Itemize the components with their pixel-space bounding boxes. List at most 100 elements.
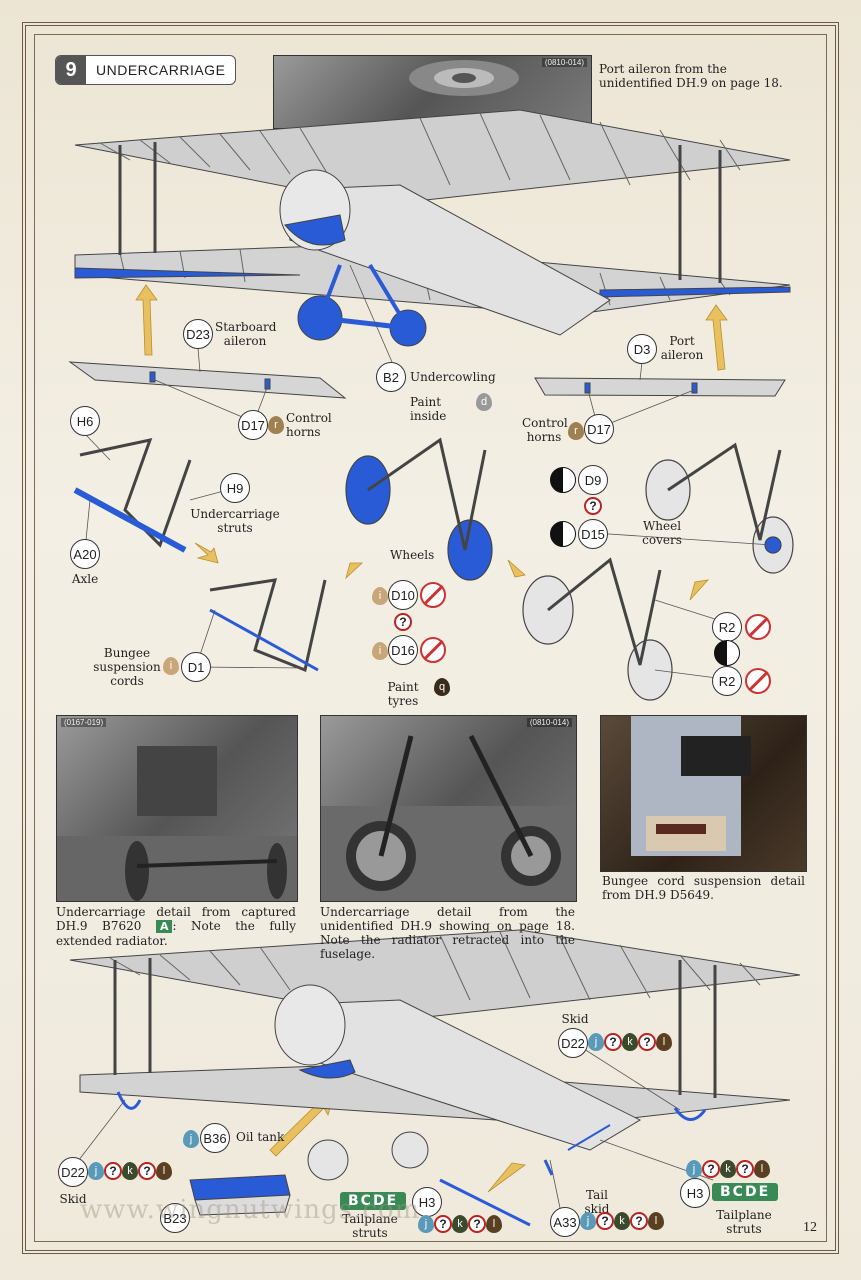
callout-d17-starboard: D17: [238, 410, 268, 440]
top-photo-caption: Port aileron from the unidentified DH.9 …: [599, 62, 783, 90]
label-control-horns-port: Control horns: [522, 416, 568, 444]
no-glue-icon: [420, 637, 446, 663]
callout-b23: B23: [160, 1203, 190, 1233]
paint-drop-i-d16: i: [372, 642, 388, 660]
no-glue-icon: [745, 614, 771, 640]
photo-ref: (0810-014): [541, 58, 587, 67]
paint-drop-k: k: [122, 1162, 138, 1180]
callout-a33: A33: [550, 1207, 580, 1237]
yinyang-icon: [550, 467, 576, 493]
callout-b2: B2: [376, 362, 406, 392]
callout-d17-port: D17: [584, 414, 614, 444]
paint-drop-j: j: [580, 1212, 596, 1230]
paint-drop-r-port: r: [568, 422, 584, 440]
question-icon: ?: [596, 1212, 614, 1230]
watermark-text: www.wingnutwings.com: [80, 1195, 421, 1225]
callout-r2-top: R2: [712, 612, 742, 642]
photo-3-caption: Bungee cord suspension detail from DH.9 …: [602, 874, 805, 902]
paint-drop-l: l: [486, 1215, 502, 1233]
label-port-aileron: Port aileron: [660, 334, 704, 362]
label-tail-skid: Tail skid: [584, 1188, 610, 1216]
reference-photo-1: (0167-019): [56, 715, 298, 902]
top-plane-illustration: [74, 109, 791, 347]
label-control-horns-starboard: Control horns: [286, 411, 332, 439]
callout-b36: B36: [200, 1123, 230, 1153]
photo-ref: (0810-014): [526, 718, 572, 727]
paint-drop-i-d1: i: [163, 657, 179, 675]
roundel-graphic: [409, 60, 519, 96]
photo-2-caption: Undercarriage detail from the unidentifi…: [320, 905, 575, 961]
paint-drop-j-b36: j: [183, 1130, 199, 1148]
page-number: 12: [803, 1220, 817, 1235]
label-oil-tank: Oil tank: [236, 1130, 285, 1144]
question-icon: ?: [630, 1212, 648, 1230]
callout-a20: A20: [70, 539, 100, 569]
callout-d10: D10: [388, 580, 418, 610]
paint-drop-l: l: [648, 1212, 664, 1230]
photo-1-caption: Undercarriage detail from captured DH.9 …: [56, 905, 296, 948]
callout-r2-bottom: R2: [712, 666, 742, 696]
aileron-parts: [68, 361, 786, 399]
callout-d9: D9: [578, 465, 608, 495]
label-paint-tyres: Paint tyres: [387, 680, 419, 708]
label-wheels: Wheels: [390, 548, 435, 562]
callout-d23: D23: [183, 319, 213, 349]
paint-drop-j: j: [686, 1160, 702, 1178]
no-glue-icon: [420, 582, 446, 608]
paint-drop-k: k: [614, 1212, 630, 1230]
paint-drop-j: j: [588, 1033, 604, 1051]
photo-graphic: [321, 734, 576, 901]
paint-drop-j: j: [88, 1162, 104, 1180]
label-tailplane-struts-left: Tailplane struts: [342, 1212, 398, 1240]
yinyang-icon: [714, 640, 740, 666]
paint-drop-l: l: [656, 1033, 672, 1051]
label-skid-top: Skid: [561, 1012, 589, 1026]
callout-d22-bottom: D22: [58, 1157, 88, 1187]
paint-drop-k: k: [720, 1160, 736, 1178]
bottom-plane-illustration: [69, 929, 801, 1227]
question-icon: ?: [702, 1160, 720, 1178]
paint-drop-j: j: [418, 1215, 434, 1233]
step-number: 9: [56, 56, 86, 84]
callout-d22-top: D22: [558, 1028, 588, 1058]
reference-photo-3: [600, 715, 807, 872]
photo-graphic: [631, 716, 751, 856]
paint-drop-l: l: [754, 1160, 770, 1178]
label-undercowling: Undercowling: [410, 370, 496, 384]
reference-photo-2: (0810-014): [320, 715, 577, 902]
paint-drop-l: l: [156, 1162, 172, 1180]
label-axle: Axle: [71, 572, 99, 586]
callout-h9: H9: [220, 473, 250, 503]
question-icon: ?: [584, 497, 602, 515]
paint-drop-r: r: [268, 416, 284, 434]
no-glue-icon: [745, 668, 771, 694]
step-title: UNDERCARRIAGE: [96, 62, 226, 78]
label-undercarriage-struts: Undercarriage struts: [190, 507, 280, 535]
callout-h3-right: H3: [680, 1178, 710, 1208]
paint-drop-k: k: [622, 1033, 638, 1051]
callout-h3-left: H3: [412, 1187, 442, 1217]
paint-drop-d: d: [476, 393, 492, 411]
callout-d3: D3: [627, 334, 657, 364]
label-skid-bottom: Skid: [59, 1192, 87, 1206]
version-badge-bcde: BCDE: [340, 1192, 407, 1210]
callout-d1: D1: [181, 652, 211, 682]
photo-ref: (0167-019): [61, 718, 107, 727]
question-icon: ?: [394, 613, 412, 631]
version-badge-a: A: [155, 920, 173, 933]
callout-d16: D16: [388, 635, 418, 665]
question-icon: ?: [604, 1033, 622, 1051]
version-badge-bcde: BCDE: [712, 1183, 779, 1201]
question-icon: ?: [138, 1162, 156, 1180]
label-bungee-cords: Bungee suspension cords: [93, 646, 161, 688]
callout-h6: H6: [70, 406, 100, 436]
paint-drop-k: k: [452, 1215, 468, 1233]
photo-graphic: [57, 746, 297, 901]
caption-tail: : Note the fully extended radiator.: [56, 919, 296, 948]
caption-text: Undercarriage detail from captured DH.9 …: [56, 905, 296, 933]
step-header: 9 UNDERCARRIAGE: [55, 55, 237, 85]
question-icon: ?: [104, 1162, 122, 1180]
paint-drop-i-d10: i: [372, 587, 388, 605]
